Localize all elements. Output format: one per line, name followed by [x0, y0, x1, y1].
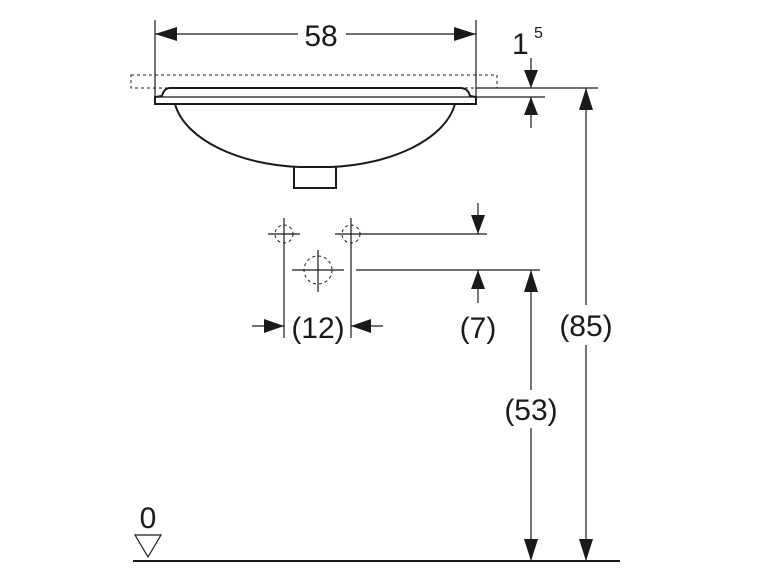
tap-offset-label: (7) — [460, 312, 497, 345]
width-label: 58 — [304, 20, 337, 53]
tap-height-dimension: (53) — [504, 270, 558, 561]
tap-holes — [268, 218, 367, 292]
tap-spacing-dimension: (12) — [252, 250, 383, 345]
width-dimension: 58 — [154, 20, 477, 96]
rim-thickness-superscript: 5 — [534, 25, 543, 42]
tap-spacing-label: (12) — [291, 312, 344, 345]
floor-level-marker: 0 — [133, 502, 163, 559]
floor-level-label: 0 — [140, 502, 157, 535]
tap-offset-dimension: (7) — [356, 203, 540, 345]
total-height-dimension: (85) — [545, 87, 613, 561]
basin-drain — [293, 167, 337, 189]
rim-thickness-dimension: 1 5 — [476, 25, 545, 128]
rim-thickness-label: 1 — [512, 28, 529, 61]
tap-height-label: (53) — [504, 394, 557, 427]
basin-bowl — [174, 103, 456, 168]
basin-rim — [154, 87, 477, 105]
total-height-label: (85) — [559, 310, 612, 343]
basin — [154, 87, 477, 189]
countertop-outline — [130, 74, 498, 89]
